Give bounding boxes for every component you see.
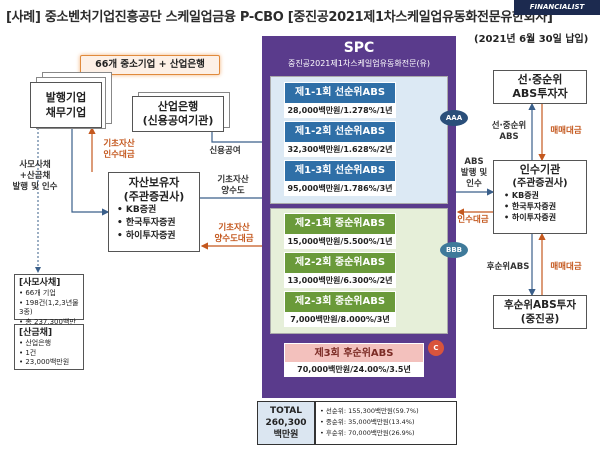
senior-mezz-abs-label: 선·중순위 ABS [490, 121, 528, 143]
underwriter-item: • 하이투자증권 [504, 213, 557, 222]
senior-abs-3-title: 제1-3회 선순위ABS [284, 160, 396, 182]
junior-investor-box: 후순위ABS투자 (중진공) [493, 295, 587, 329]
asset-transfer-payment-label-1: 기초자산 [218, 223, 250, 233]
asset-transfer-payment-label-2: 양수도대금 [214, 234, 254, 244]
asset-transfer-label-1: 기초자산 [217, 175, 249, 185]
underwriter-box: 인수기관 (주관증권사) • KB증권 • 한국투자증권 • 하이투자증권 [493, 160, 587, 234]
senior-abs-2-title: 제1-2회 선순위ABS [284, 121, 396, 143]
bond-issue-label-3: 발행 및 인수 [12, 182, 58, 192]
private-bond-heading: [사모사채] [19, 278, 61, 288]
private-bond-item: • 66개 기업 [19, 289, 56, 297]
spc-subtitle: 중진공2021제1차스케일업유동화전문(유) [287, 59, 431, 68]
underwriter-line2: (주관증권사) [512, 178, 568, 189]
bond-issue-label: 사모사채 +산금채 발행 및 인수 [2, 160, 68, 193]
junior-abs-label: 후순위ABS [486, 262, 530, 272]
asset-holder-line1: 자산보유자 [128, 176, 180, 189]
junior-investor-line2: (중진공) [520, 313, 560, 325]
breakdown-item: • 후순위: 70,000백만원(26.9%) [320, 429, 415, 437]
kdb-line1: 산업은행 [157, 100, 199, 113]
mezz-abs-2-title: 제2-2회 중순위ABS [284, 252, 396, 274]
junior-abs-value: 70,000백만원/24.00%/3.5년 [284, 363, 424, 377]
total-unit: 백만원 [273, 430, 299, 440]
kdb-bond-box: [산금채] • 산업은행 • 1건 • 23,000백만원 [14, 324, 84, 370]
underwriter-line1: 인수기관 [519, 163, 561, 176]
junior-investor-line1: 후순위ABS투자 [504, 299, 576, 311]
issuer-box: 발행기업 채무기업 [30, 82, 102, 128]
senior-investor-line2: ABS투자자 [512, 87, 568, 100]
bond-issue-label-1: 사모사채 [19, 160, 51, 170]
senior-abs-1-value: 28,000백만원/1.278%/1년 [284, 104, 396, 118]
kdb-bond-item: • 산업은행 [19, 339, 52, 347]
asset-transfer-label-2: 양수도 [221, 186, 245, 196]
senior-investor-line1: 선·중순위 [517, 73, 563, 86]
abs-issue-label-2: 발행 및 [460, 168, 488, 178]
mezz-abs-1-title: 제2-1회 중순위ABS [284, 213, 396, 235]
trade-payment-label-2: 매매대금 [550, 262, 582, 272]
page-title: [사례] 중소벤처기업진흥공단 스케일업금융 P-CBO [중진공2021제1차… [6, 10, 553, 25]
kdb-bond-item: • 23,000백만원 [19, 358, 70, 366]
asset-holder-item: • 한국투자증권 [117, 218, 176, 228]
asset-holder-item: • KB증권 [117, 205, 157, 215]
senior-mezz-abs-label-2: ABS [499, 132, 519, 142]
total-amount: 260,300 [265, 418, 307, 428]
spc-title: SPC [343, 40, 375, 56]
issuer-line1: 발행기업 [45, 91, 87, 104]
underwriter-item: • KB증권 [504, 191, 539, 200]
asset-transfer-payment-label: 기초자산 양수도대금 [206, 223, 262, 245]
asset-holder-line2: (주관증권사) [123, 190, 185, 203]
senior-abs-3-value: 95,000백만원/1.786%/3년 [284, 182, 396, 196]
base-asset-payment-label-2: 인수대금 [103, 150, 135, 160]
payment-date: (2021년 6월 30일 납입) [474, 34, 589, 45]
breakdown-item: • 선순위: 155,300백만원(59.7%) [320, 407, 419, 415]
total-label: TOTAL [270, 406, 302, 416]
kdb-bond-item: • 1건 [19, 348, 37, 357]
trade-payment-label-1: 매매대금 [550, 126, 582, 136]
base-asset-payment-label: 기초자산 인수대금 [94, 139, 144, 161]
total-box: TOTAL 260,300 백만원 [257, 401, 315, 445]
credit-line-label: 신용공여 [209, 146, 241, 156]
companies-tag: 66개 중소기업 + 산업은행 [80, 55, 220, 75]
private-bond-item: • 198건(1,2,3년물 3종) [19, 298, 79, 317]
junior-rating-badge: C [428, 340, 444, 356]
senior-abs-2-value: 32,300백만원/1.628%/2년 [284, 143, 396, 157]
senior-mezz-abs-label-1: 선·중순위 [491, 121, 527, 131]
asset-transfer-label: 기초자산 양수도 [208, 175, 258, 197]
asset-holder-item: • 하이투자증권 [117, 231, 176, 241]
acq-payment-label: 인수대금 [457, 215, 489, 225]
senior-abs-1-title: 제1-1회 선순위ABS [284, 82, 396, 104]
mezz-abs-3-value: 7,000백만원/8.000%/3년 [284, 313, 396, 327]
issuer-line2: 채무기업 [45, 106, 87, 119]
mezz-abs-3-title: 제2-3회 중순위ABS [284, 291, 396, 313]
mezz-rating-badge: BBB [440, 242, 468, 258]
abs-issue-label: ABS 발행 및 인수 [458, 157, 490, 190]
private-bond-box: [사모사채] • 66개 기업 • 198건(1,2,3년물 3종) • 총 2… [14, 274, 84, 335]
senior-rating-badge: AAA [440, 110, 468, 126]
mezz-abs-1-value: 15,000백만원/5.500%/1년 [284, 235, 396, 249]
kdb-box: 산업은행 (신용공여기관) [132, 96, 224, 132]
breakdown-item: • 중순위: 35,000백만원(13.4%) [320, 418, 415, 426]
underwriter-item: • 한국투자증권 [504, 202, 557, 211]
bond-issue-label-2: +산금채 [19, 171, 51, 181]
abs-issue-label-3: 인수 [466, 179, 482, 189]
base-asset-payment-label-1: 기초자산 [103, 139, 135, 149]
tranche-breakdown: • 선순위: 155,300백만원(59.7%) • 중순위: 35,000백만… [315, 401, 457, 445]
asset-holder-box: 자산보유자 (주관증권사) • KB증권 • 한국투자증권 • 하이투자증권 [108, 172, 200, 252]
asset-holder-list: • KB증권 • 한국투자증권 • 하이투자증권 [109, 204, 199, 243]
brand-logo: FINANCIALIST [514, 0, 600, 15]
senior-investor-box: 선·중순위 ABS투자자 [493, 70, 587, 104]
junior-abs-title: 제3회 후순위ABS [284, 343, 424, 363]
underwriter-list: • KB증권 • 한국투자증권 • 하이투자증권 [494, 190, 586, 223]
kdb-bond-heading: [산금채] [19, 328, 53, 338]
kdb-line2: (신용공여기관) [142, 114, 214, 127]
mezz-abs-2-value: 13,000백만원/6.300%/2년 [284, 274, 396, 288]
abs-issue-label-1: ABS [464, 157, 484, 167]
